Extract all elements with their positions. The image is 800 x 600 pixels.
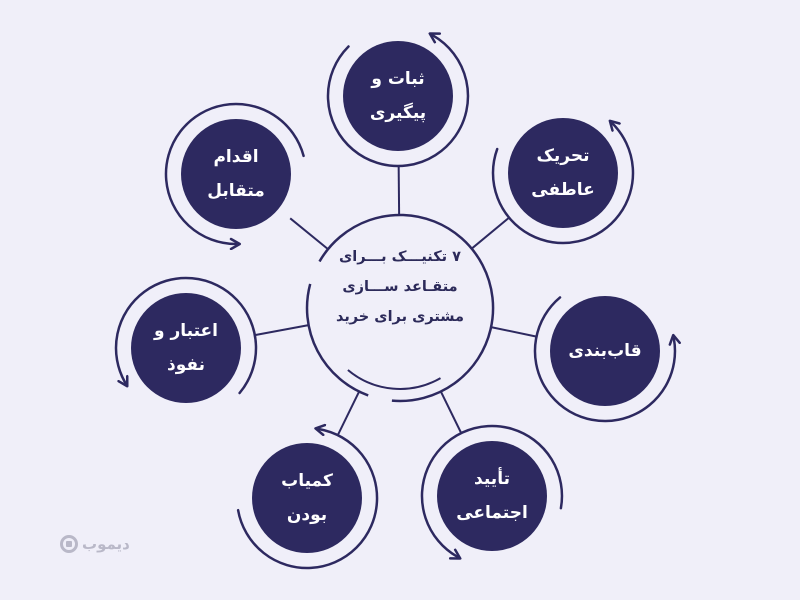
node-persistence: ثبات و پیگیری [343,41,453,151]
node-scarcity-line-1: کمیاب [281,471,333,491]
node-circle-authority [131,293,241,403]
node-persistence-line-1: ثبات و [371,69,425,89]
node-framing-line-1: قاب‌بندی [568,341,642,361]
brand-name: دیموب [82,535,130,553]
node-reciprocity: اقدام متقابل [181,119,291,229]
node-framing: قاب‌بندی [550,296,660,406]
node-ring-arrow-scarcity [236,423,379,570]
connector-line-reciprocity [289,217,329,250]
center-title: ۷ تکنیـــک بـــرای متقـاعد ســـازی مشتری… [310,242,490,332]
node-authority: اعتبار و نفوذ [131,293,241,403]
brand-logo: دیموب [60,535,130,553]
node-circle-framing [550,296,660,406]
connector-line-social [439,391,463,434]
node-social: تأیید اجتماعی [437,441,547,551]
center-circle [307,215,493,401]
connector-line-emotional [470,216,510,250]
center-hub [305,213,495,403]
node-circle-persistence [343,41,453,151]
node-authority-line-2: نفوذ [167,355,206,375]
node-scarcity-line-2: بودن [286,505,328,525]
node-ring-arrow-reciprocity [164,102,305,251]
connector-line-framing [490,326,537,338]
connector-line-scarcity [336,391,361,436]
center-inner-arc [347,369,441,390]
connector-line-authority [254,324,309,337]
node-circle-scarcity [252,443,362,553]
node-reciprocity-line-2: متقابل [207,181,265,201]
center-title-line-1: ۷ تکنیـــک بـــرای [339,249,461,265]
node-emotional: تحریک عاطفی [508,118,618,228]
node-persistence-line-2: پیگیری [369,103,427,123]
node-authority-line-1: اعتبار و [154,321,218,341]
node-emotional-line-2: عاطفی [531,180,595,200]
node-ring-arrow-persistence [326,32,470,168]
node-circle-emotional [508,118,618,228]
node-ring-arrow-framing [533,296,681,423]
node-ring-arrow-social [420,424,564,560]
node-circles [114,32,681,570]
center-title-line-3: مشتری برای خرید [335,309,465,325]
node-ring-arrow-authority [114,276,258,395]
node-social-line-2: اجتماعی [456,503,528,523]
center-ring-arc-2 [305,283,369,397]
node-ring-arrow-emotional [491,119,635,245]
node-social-line-1: تأیید [474,469,510,489]
node-reciprocity-line-1: اقدام [213,147,259,167]
center-title-line-2: متقـاعد ســـازی [342,279,458,295]
node-circle-social [437,441,547,551]
node-scarcity: کمیاب بودن [252,443,362,553]
node-circle-reciprocity [181,119,291,229]
center-ring-arc-1 [318,213,495,403]
brand-mark-icon [60,535,78,553]
connector-lines [254,165,537,436]
node-emotional-line-1: تحریک [536,146,590,166]
